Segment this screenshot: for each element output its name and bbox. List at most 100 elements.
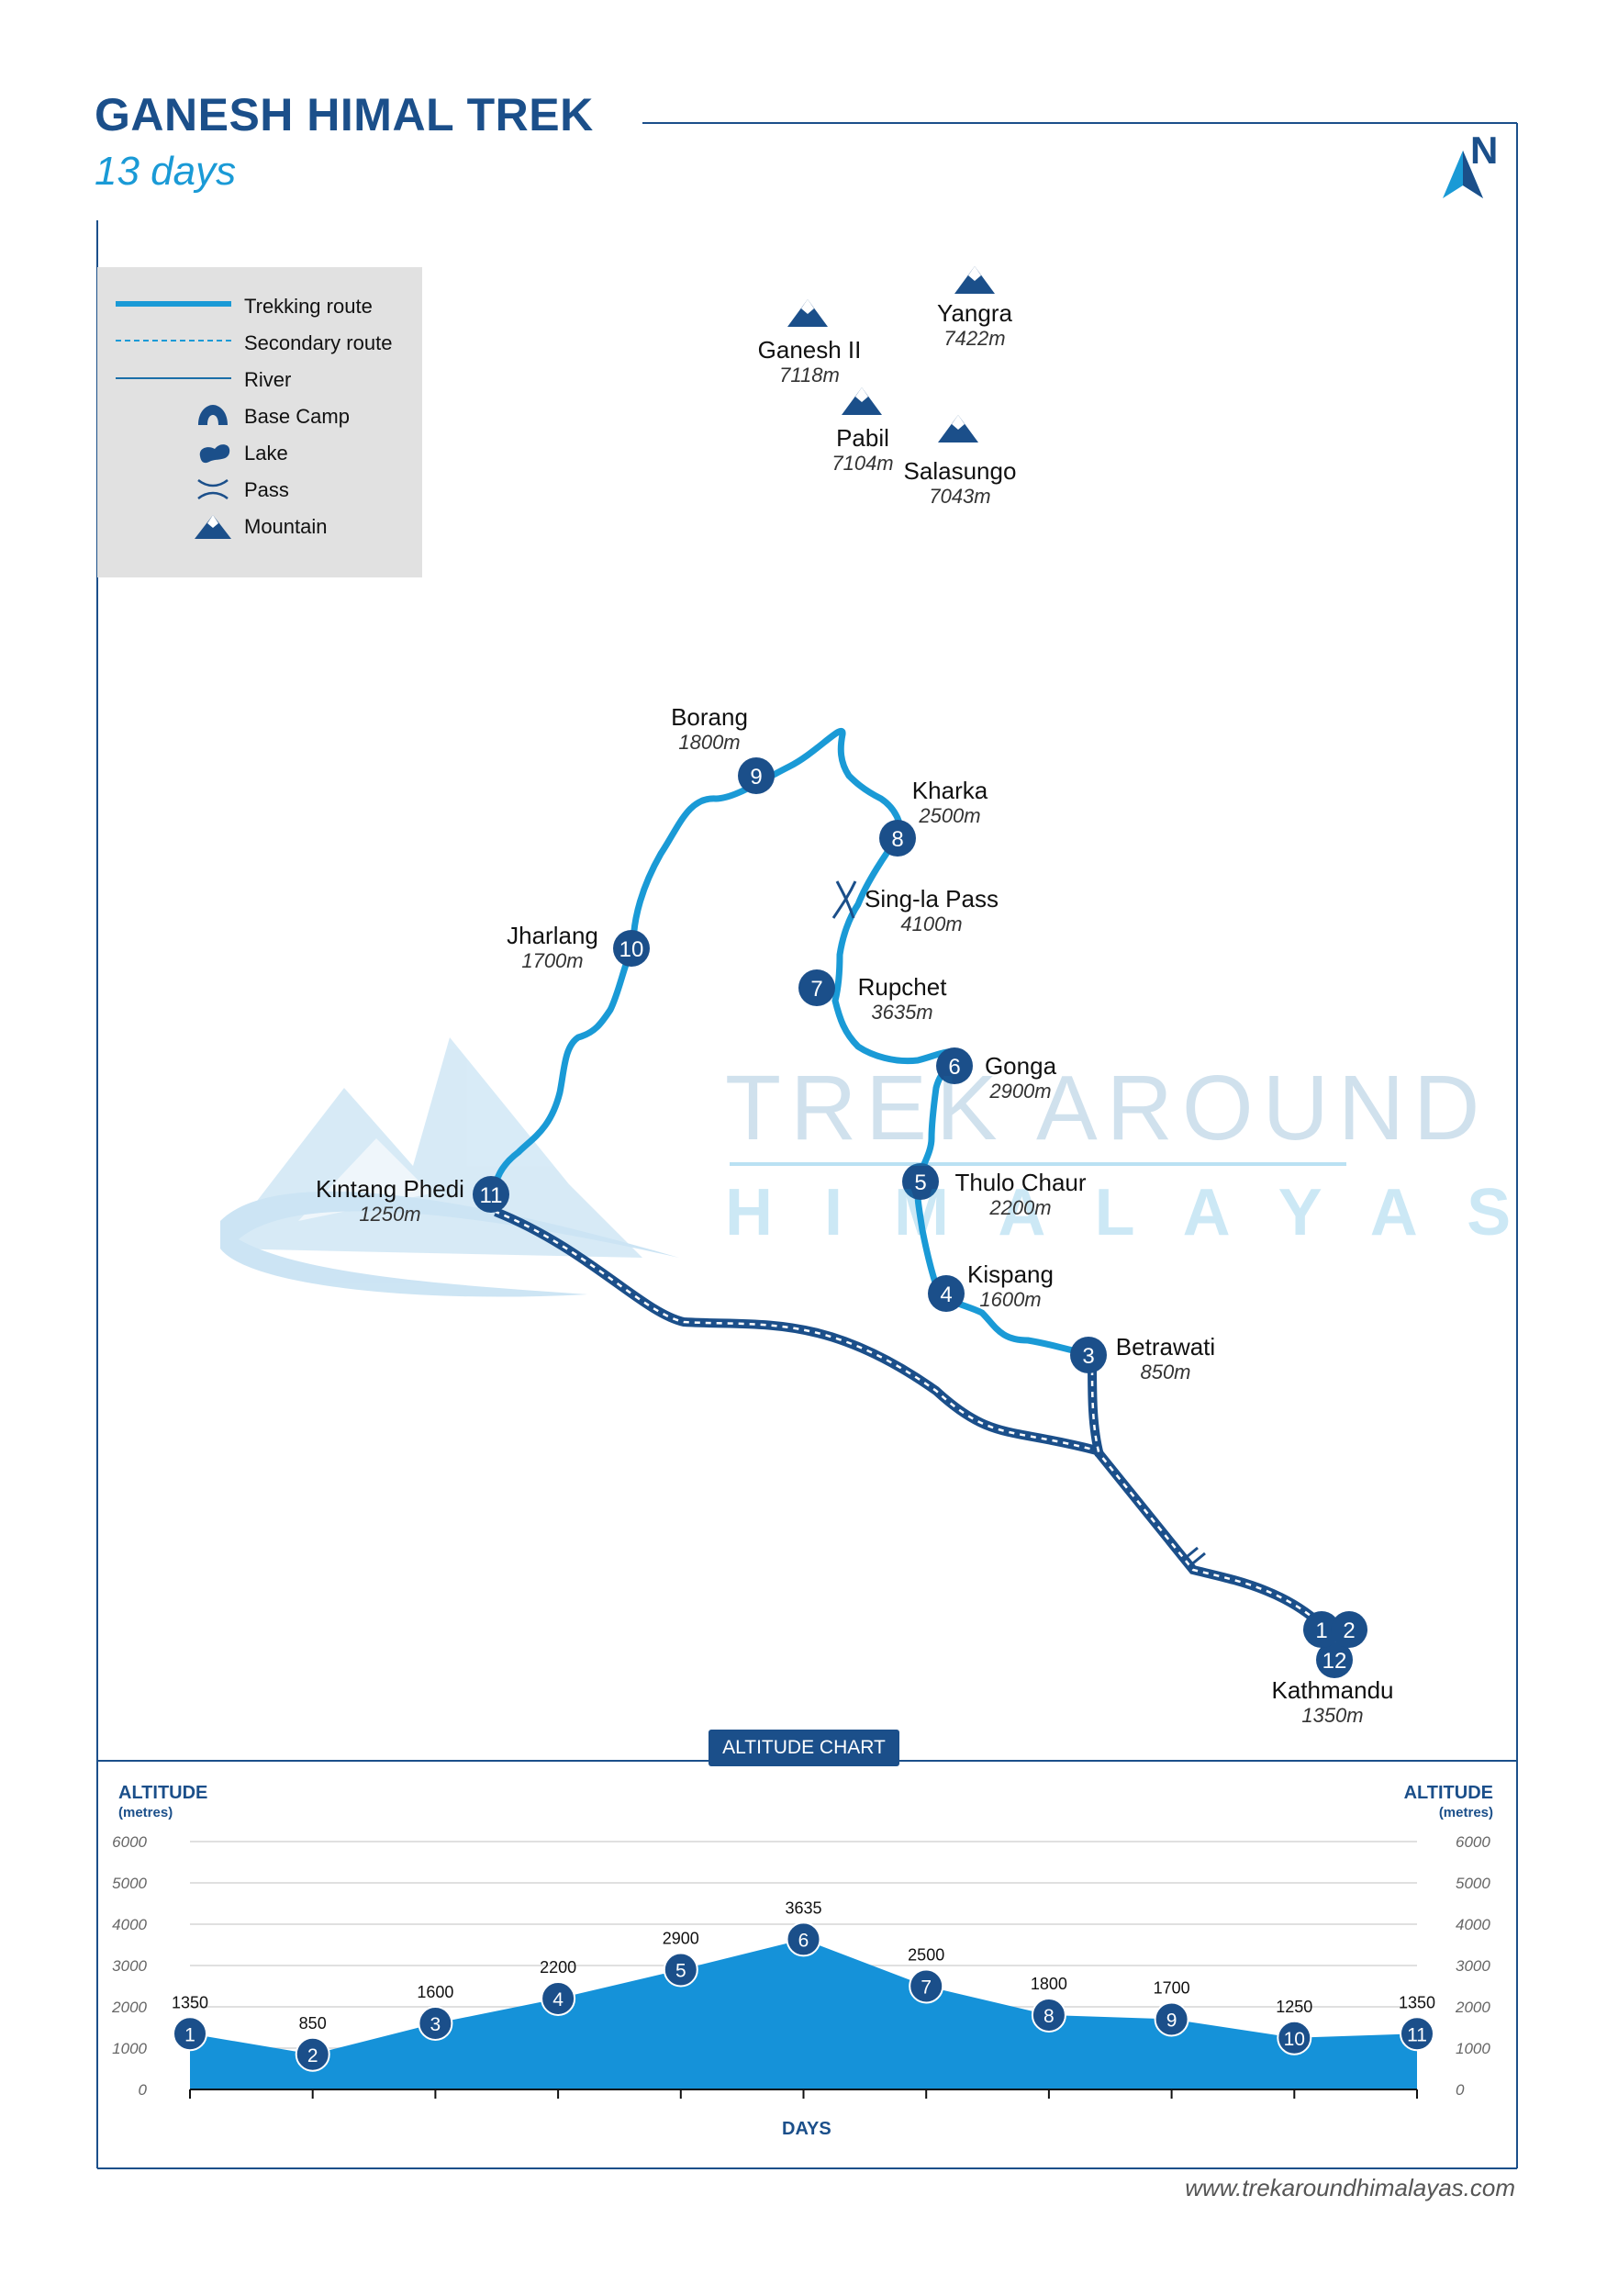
legend-label: Base Camp xyxy=(244,405,350,428)
stop-label-thulo-chaur: Thulo Chaur 2200m xyxy=(954,1169,1086,1220)
svg-text:5: 5 xyxy=(914,1170,926,1195)
stop-label-kathmandu: Kathmandu 1350m xyxy=(1272,1676,1394,1728)
legend-label: Lake xyxy=(244,442,288,465)
stop-name: Borang xyxy=(671,703,748,731)
altitude-data-label: 850 xyxy=(299,2014,327,2033)
stop-label-kharka: Kharka 2500m xyxy=(912,777,988,828)
legend-item-river: River xyxy=(97,361,422,398)
stop-marker-1: 1 xyxy=(1303,1611,1340,1648)
legend-item-base-camp: Base Camp xyxy=(97,398,422,434)
stop-name: Betrawati xyxy=(1115,1333,1216,1361)
bridge-icon xyxy=(1181,1546,1199,1562)
y-tick-label-left: 0 xyxy=(139,2081,148,2099)
svg-text:3: 3 xyxy=(1082,1344,1094,1369)
day-number-label: 5 xyxy=(675,1961,686,1982)
legend-item-mountain: Mountain xyxy=(97,508,422,544)
legend-label: Trekking route xyxy=(244,295,373,318)
stop-altitude: 1600m xyxy=(979,1288,1042,1311)
stop-label-kintang-phedi: Kintang Phedi 1250m xyxy=(316,1175,464,1226)
stop-marker-8: 8 xyxy=(879,820,916,857)
bridge-icon-line xyxy=(1189,1551,1206,1568)
mountain-name: Yangra xyxy=(937,299,1012,327)
mountain-label-yangra: Yangra 7422m xyxy=(937,299,1012,351)
secondary-route-dash xyxy=(495,1210,1327,1630)
day-number-label: 11 xyxy=(1407,2024,1427,2045)
x-axis-title: DAYS xyxy=(782,2119,831,2139)
svg-text:2: 2 xyxy=(1343,1618,1355,1643)
mountain-icon-ganesh-ii xyxy=(787,299,828,327)
y-tick-label-right: 6000 xyxy=(1456,1833,1490,1851)
legend-item-trekking-route: Trekking route xyxy=(97,287,422,324)
stop-marker-2: 2 xyxy=(1331,1611,1367,1648)
stop-label-borang: Borang 1800m xyxy=(671,703,748,755)
watermark-text-trek-around: TREK AROUND xyxy=(725,1057,1490,1159)
svg-text:7: 7 xyxy=(810,977,822,1002)
right-axis-title: ALTITUDE xyxy=(1403,1783,1493,1803)
y-tick-label-right: 1000 xyxy=(1456,2040,1490,2057)
y-tick-label-left: 2000 xyxy=(111,1999,147,2016)
altitude-data-label: 2500 xyxy=(908,1946,944,1965)
stop-name: Jharlang xyxy=(507,922,598,949)
altitude-area xyxy=(190,1939,1417,2089)
y-tick-label-left: 3000 xyxy=(112,1957,147,1975)
y-tick-label-left: 6000 xyxy=(112,1833,147,1851)
mountain-altitude: 7118m xyxy=(779,364,840,386)
day-number-label: 6 xyxy=(798,1930,809,1951)
legend-item-pass: Pass xyxy=(97,471,422,508)
svg-text:4: 4 xyxy=(940,1282,952,1307)
mountain-icon-pabil xyxy=(842,387,882,415)
stop-marker-6: 6 xyxy=(936,1047,973,1084)
stop-marker-9: 9 xyxy=(738,757,775,794)
y-tick-label-right: 2000 xyxy=(1455,1999,1490,2016)
stop-label-jharlang: Jharlang 1700m xyxy=(507,922,598,973)
day-number-label: 3 xyxy=(430,2014,441,2035)
day-number-label: 10 xyxy=(1284,2029,1305,2050)
base-camp-icon xyxy=(106,398,235,434)
stop-marker-7: 7 xyxy=(798,969,835,1006)
stop-altitude: 4100m xyxy=(900,913,963,935)
altitude-point xyxy=(418,2006,453,2041)
stop-label-rupchet: Rupchet 3635m xyxy=(858,973,947,1025)
mountain-label-pabil: Pabil 7104m xyxy=(831,424,893,476)
left-axis-title: ALTITUDE xyxy=(118,1783,208,1803)
stop-name: Kispang xyxy=(967,1260,1054,1288)
stop-altitude: 2200m xyxy=(989,1196,1052,1219)
mountain-label-salasungo: Salasungo 7043m xyxy=(904,457,1017,509)
website-url: www.trekaroundhimalayas.com xyxy=(1185,2174,1515,2201)
legend-item-secondary-route: Secondary route xyxy=(97,324,422,361)
y-tick-label-right: 0 xyxy=(1456,2081,1465,2099)
stop-altitude: 850m xyxy=(1140,1361,1191,1383)
stop-name: Sing-la Pass xyxy=(865,885,999,913)
secondary-route-dashed-line-icon xyxy=(106,324,235,361)
legend-item-lake: Lake xyxy=(97,434,422,471)
mountain-icon xyxy=(106,508,235,544)
svg-text:6: 6 xyxy=(948,1055,960,1080)
page-title: GANESH HIMAL TREK xyxy=(95,89,594,140)
altitude-data-label: 1350 xyxy=(1399,1993,1435,2011)
altitude-point xyxy=(1031,1998,1066,2033)
mountain-altitude: 7104m xyxy=(831,452,894,475)
stop-marker-10: 10 xyxy=(613,930,650,967)
y-tick-label-right: 4000 xyxy=(1456,1916,1490,1933)
altitude-data-label: 1350 xyxy=(172,1993,208,2011)
stop-name: Kathmandu xyxy=(1271,1676,1394,1704)
day-number-label: 4 xyxy=(552,1989,564,2010)
altitude-point xyxy=(173,2016,207,2052)
stop-altitude: 1800m xyxy=(678,731,741,754)
altitude-point xyxy=(663,1952,698,1988)
y-tick-label-right: 5000 xyxy=(1456,1875,1490,1892)
svg-text:8: 8 xyxy=(891,827,903,852)
day-number-label: 7 xyxy=(921,1977,932,1999)
svg-text:10: 10 xyxy=(619,937,644,962)
stop-marker-11: 11 xyxy=(473,1176,509,1213)
altitude-data-label: 2900 xyxy=(663,1930,699,1948)
svg-text:9: 9 xyxy=(750,765,762,790)
y-tick-label-right: 3000 xyxy=(1456,1957,1490,1975)
mountain-name: Salasungo xyxy=(903,457,1017,485)
page-subtitle: 13 days xyxy=(95,149,237,194)
stop-altitude: 1700m xyxy=(521,949,584,972)
altitude-point xyxy=(786,1921,821,1957)
watermark-text-himalayas: H I M A L A Y A S xyxy=(725,1176,1528,1249)
